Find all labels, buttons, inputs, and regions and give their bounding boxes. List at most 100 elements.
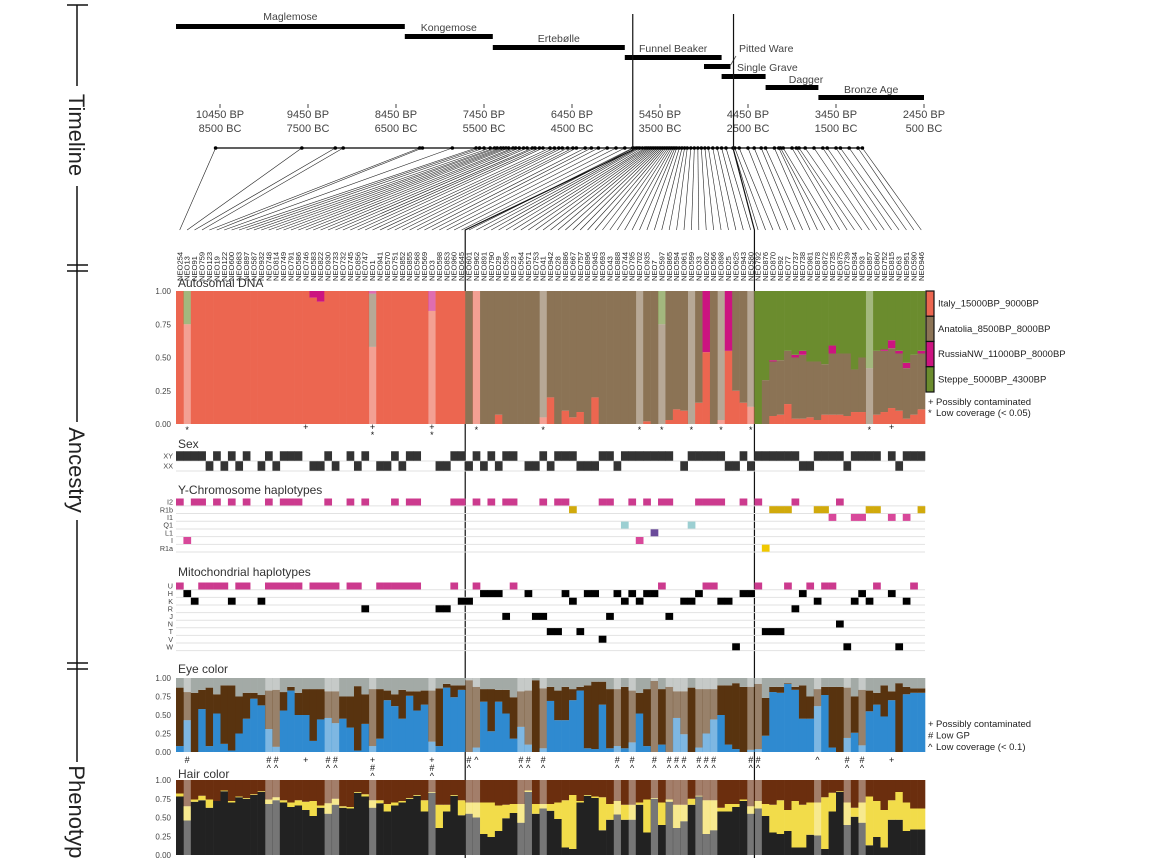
bar-segment-brown [361,780,370,795]
sample-date-connector [342,147,533,231]
bar-segment-brown [242,692,251,719]
bar-segment-intermediate [465,678,473,681]
sample-date-connector [760,147,796,231]
bar-segment-brown [813,689,822,707]
bar-segment-brown [227,685,236,751]
legend-swatch [925,315,935,343]
bar-segment-intermediate [865,678,874,691]
sample-date-dot [560,146,565,150]
bar-segment-black [220,791,229,855]
cell-xy [391,451,399,461]
cell-xy [472,451,481,461]
cell-u [235,582,244,590]
bar-segment-italy [472,291,481,424]
sample-id-label: NEO580 [746,252,755,281]
low-gp-marker: # [266,755,271,765]
bar-segment-intermediate [539,678,548,689]
bar-segment-italy [791,418,800,424]
bar-segment-italy [702,352,711,424]
bar-segment-blue [442,687,451,752]
sample-id-label: NEO77 [783,256,792,281]
bar-segment-anatolia [917,353,926,410]
bar-segment-anatolia [480,291,488,424]
bar-segment-blond [828,792,837,812]
bar-segment-brown [791,686,800,690]
sample-id-label: NEO962 [472,252,481,281]
bar-segment-italy [420,291,429,424]
culture-period-bar [492,45,625,50]
bar-segment-anatolia [821,364,829,415]
sample-id-label: NEO43 [605,256,614,281]
legend-swatch [925,290,935,317]
cell-i2 [324,498,333,506]
sample-date-connector [364,147,544,231]
bar-segment-black [279,802,288,855]
cell-xy [850,451,859,461]
sample-date-dot [341,146,346,150]
bar-segment-blond [242,798,251,799]
bar-segment-black [480,834,488,855]
cell-v [598,635,607,643]
bar-segment-blond [346,807,355,809]
cell-xy [917,451,926,461]
bar-segment-italy [391,291,399,424]
bar-segment-italy [747,406,755,424]
bar-segment-brown [650,780,659,798]
bar-segment-black [895,819,904,855]
bar-segment-blue [569,700,577,752]
bar-segment-brown [680,780,688,805]
sample-date-dot [794,146,799,150]
bar-segment-intermediate [598,678,607,682]
cell-i2 [628,498,637,506]
bar-segment-black [850,816,859,855]
bar-segment-brown [435,780,444,805]
bar-segment-blond [235,796,244,798]
sample-id-label: NEO595 [502,252,511,281]
cell-xx [576,461,585,471]
timeline-tick-label-bp: 8450 BP [375,109,417,121]
sample-date-dot [763,146,768,150]
cell-k [680,597,688,605]
cell-xx [376,461,384,471]
sample-id-label: NEO93 [858,256,867,281]
cell-xx [465,461,473,471]
sample-date-connector [813,147,870,231]
cell-u [821,582,829,590]
cell-xy [902,451,911,461]
bar-segment-blond [695,795,703,797]
sample-id-label: NEO739 [843,252,852,281]
bar-segment-blond [732,804,740,807]
sample-date-dot [506,146,511,150]
cell-u [213,582,221,590]
bar-segment-steppe [880,291,889,350]
bar-segment-italy [591,397,600,424]
bar-segment-steppe [828,291,837,346]
bar-segment-anatolia [858,357,866,413]
cell-xx [806,461,815,471]
cell-h [747,590,755,598]
cell-h [739,590,748,598]
bar-segment-anatolia [843,353,852,417]
sample-date-dot [420,146,425,150]
bar-segment-blond [709,800,718,831]
cell-j [539,612,548,620]
bar-segment-intermediate [494,678,503,690]
sample-date-dot [482,146,486,150]
cell-xx [442,461,451,471]
bar-segment-intermediate [250,678,258,693]
sample-id-label: NEO122 [220,252,229,281]
sample-date-connector [738,147,774,231]
bar-segment-brown [420,780,429,801]
bar-segment-intermediate [309,678,318,690]
low-gp-marker: # [630,755,635,765]
sample-date-connector [394,147,563,231]
bar-segment-intermediate [376,678,384,690]
sample-date-dot [856,146,860,150]
bar-segment-brown [302,780,310,802]
sample-id-label: NEO1 [368,260,377,281]
bar-segment-anatolia [865,368,874,424]
sample-date-connector [335,147,528,231]
bar-segment-black [353,792,362,855]
sample-date-connector [774,147,811,231]
bar-segment-blond [227,801,236,803]
